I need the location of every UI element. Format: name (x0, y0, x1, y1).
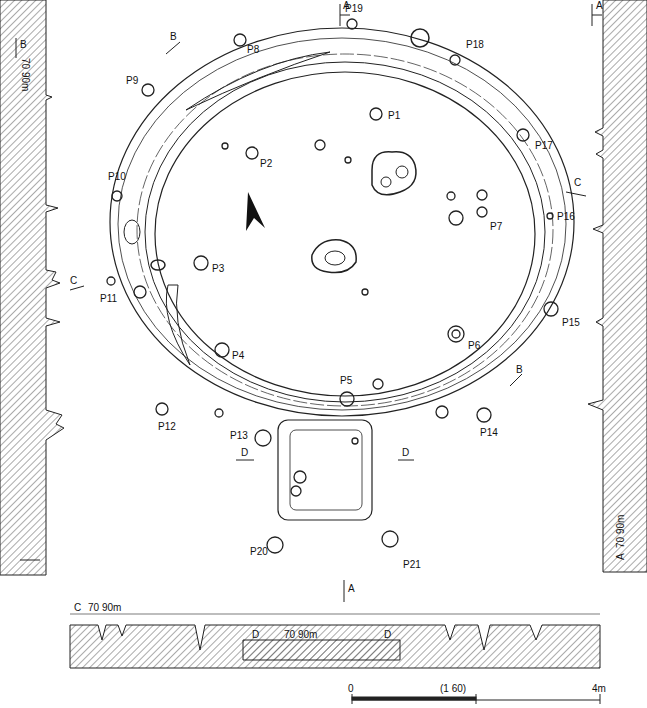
section-label: 70 90m (284, 630, 317, 640)
posthole-number: P4 (232, 351, 244, 361)
section-label: A (348, 584, 355, 594)
posthole-number: P15 (562, 318, 580, 328)
posthole-number: P5 (340, 376, 352, 386)
posthole-number: P10 (108, 172, 126, 182)
section-label: D (252, 630, 259, 640)
section-label: C (74, 603, 81, 613)
section-label: 70 90m (20, 58, 30, 91)
section-label: 0 (348, 684, 354, 694)
posthole-number: P9 (126, 76, 138, 86)
section-label: 4m (592, 684, 606, 694)
section-label: D (241, 448, 248, 458)
section-label: D (402, 448, 409, 458)
posthole-number: P17 (535, 141, 553, 151)
posthole-number: P13 (230, 431, 248, 441)
section-label: (1 60) (440, 684, 466, 694)
posthole-number: P18 (466, 40, 484, 50)
posthole-number: P6 (468, 341, 480, 351)
posthole-number: P8 (247, 45, 259, 55)
section-label: 70 90m (616, 515, 626, 548)
section-label: B (20, 40, 27, 50)
section-label: B (516, 365, 523, 375)
section-label: C (574, 178, 581, 188)
posthole-number: P7 (490, 222, 502, 232)
posthole-number: P2 (260, 159, 272, 169)
section-label: B (170, 32, 177, 42)
section-label: A (596, 1, 603, 11)
posthole-number: P12 (158, 422, 176, 432)
section-label: D (384, 630, 391, 640)
posthole-number: P1 (388, 111, 400, 121)
section-label: A (616, 553, 626, 560)
posthole-number: P16 (557, 212, 575, 222)
posthole-number: P3 (212, 264, 224, 274)
posthole-number: P11 (100, 294, 117, 304)
posthole-number: P20 (250, 547, 268, 557)
posthole-number: P21 (403, 560, 421, 570)
posthole-number: P19 (345, 4, 363, 14)
posthole-number: P14 (480, 428, 498, 438)
section-label: 70 90m (88, 603, 121, 613)
section-label: C (70, 276, 77, 286)
